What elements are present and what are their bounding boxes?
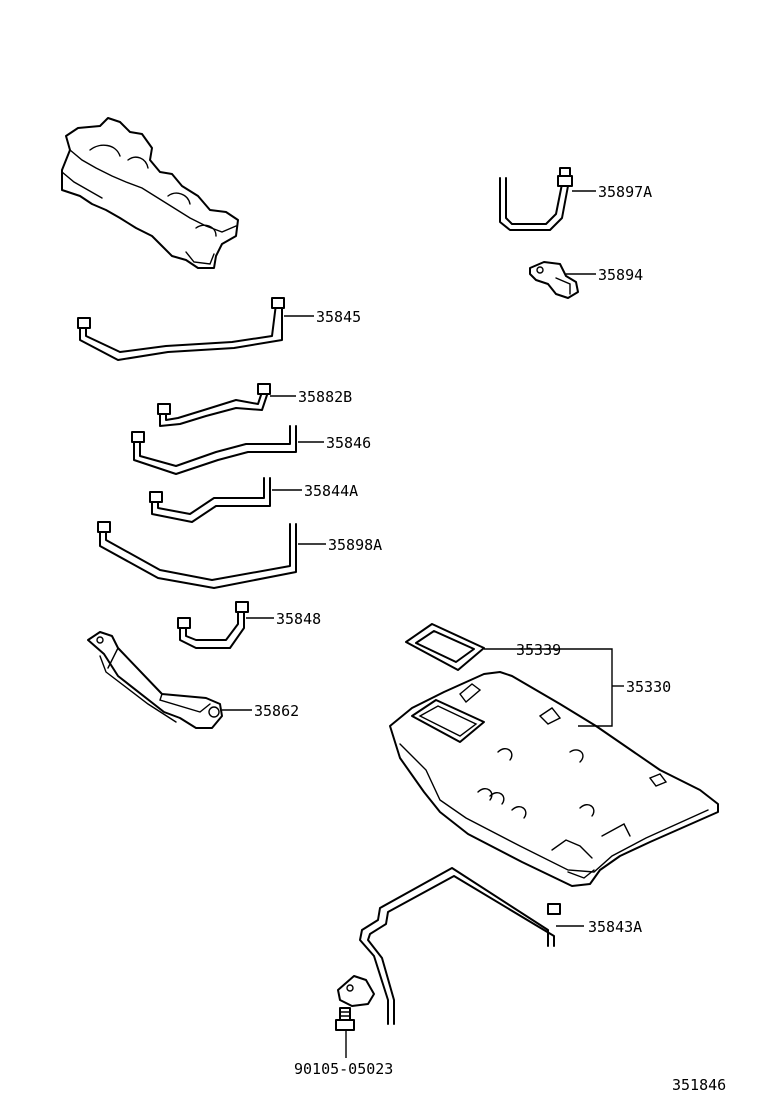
pipe-35845 <box>77 297 285 361</box>
bracket-35862 <box>87 631 223 729</box>
part-number-35848: 35848 <box>276 610 321 628</box>
diagram-id: 351846 <box>672 1076 726 1094</box>
pipe-35846 <box>131 425 297 475</box>
part-number-35862: 35862 <box>254 702 299 720</box>
part-number-35339: 35339 <box>516 641 561 659</box>
clamp-35894 <box>529 261 579 299</box>
part-labels: 35897A 35894 35845 35882B 35846 35844A 3… <box>254 183 726 1094</box>
leader-lines <box>222 190 624 1058</box>
part-number-90105-05023: 90105-05023 <box>294 1060 393 1078</box>
bolt-90105-05023 <box>335 1007 355 1031</box>
pipe-35897a <box>499 167 573 231</box>
part-number-35882b: 35882B <box>298 388 352 406</box>
gasket-35339 <box>405 623 485 671</box>
strainer-35330 <box>389 671 719 887</box>
part-number-35330: 35330 <box>626 678 671 696</box>
part-number-35845: 35845 <box>316 308 361 326</box>
part-number-35844a: 35844A <box>304 482 358 500</box>
part-number-35846: 35846 <box>326 434 371 452</box>
part-number-35898a: 35898A <box>328 536 382 554</box>
pipe-35882b <box>157 383 271 427</box>
part-number-35897a: 35897A <box>598 183 652 201</box>
pipe-35848 <box>177 601 249 649</box>
pipe-35843a <box>337 867 561 1025</box>
pipe-35844a <box>149 477 271 523</box>
part-number-35843a: 35843A <box>588 918 642 936</box>
valve-body-part <box>61 117 239 269</box>
part-number-35894: 35894 <box>598 266 643 284</box>
pipe-35898a <box>97 521 297 589</box>
